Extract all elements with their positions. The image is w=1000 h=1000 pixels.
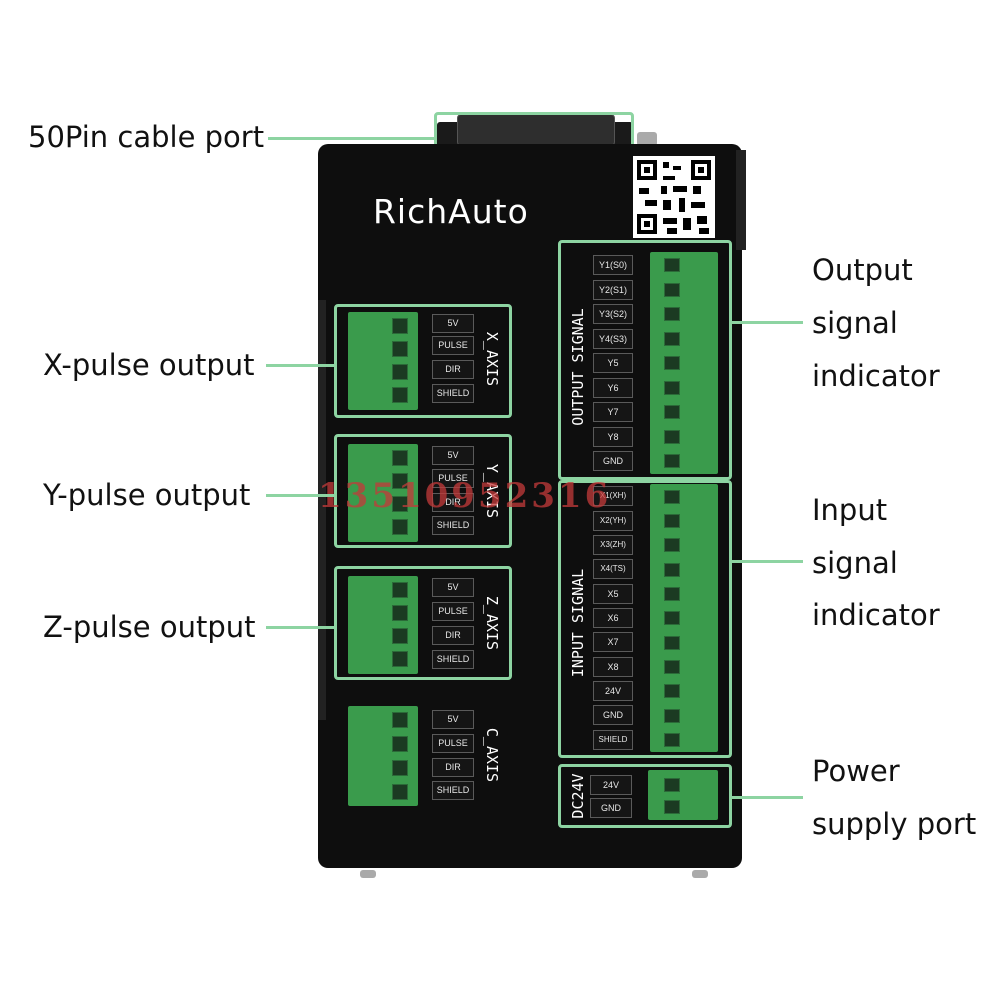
pin-label: X1(XH) — [593, 486, 633, 506]
pin-label: DIR — [432, 493, 474, 512]
callout-line-power — [731, 796, 803, 799]
callout-input-line-3: indicator — [812, 598, 940, 632]
callout-line-x — [266, 364, 336, 367]
pin-label: X7 — [593, 632, 633, 652]
z-axis-frame — [334, 566, 512, 680]
terminal-block-input — [650, 484, 718, 752]
callout-power-line-2: supply port — [812, 807, 977, 841]
pin-label: X3(ZH) — [593, 535, 633, 555]
pin-label: SHIELD — [432, 650, 474, 669]
screw — [692, 870, 708, 878]
pin-label: SHIELD — [432, 781, 474, 800]
pin-label: SHIELD — [432, 384, 474, 403]
pin-label: PULSE — [432, 734, 474, 753]
pin-label: X4(TS) — [593, 559, 633, 579]
pin-label: Y8 — [593, 427, 633, 447]
axis-title: C_AXIS — [483, 727, 501, 783]
callout-input-line-1: Input — [812, 493, 888, 527]
callout-x-pulse: X-pulse output — [43, 348, 255, 382]
mount-tab-right — [736, 150, 746, 250]
power-frame — [558, 764, 732, 828]
pin-label: 5V — [432, 314, 474, 333]
pin-label: GND — [590, 798, 632, 818]
pin-label: X6 — [593, 608, 633, 628]
pin-label: 5V — [432, 710, 474, 729]
pin-label: DIR — [432, 626, 474, 645]
pin-label: Y3(S2) — [593, 304, 633, 324]
callout-power-line-1: Power — [812, 754, 900, 788]
callout-line-cable — [268, 137, 436, 140]
pin-label: Y6 — [593, 378, 633, 398]
pin-label: PULSE — [432, 469, 474, 488]
callout-z-pulse: Z-pulse output — [43, 610, 256, 644]
callout-cable-port: 50Pin cable port — [28, 120, 265, 154]
pin-label: PULSE — [432, 602, 474, 621]
qr-code — [633, 156, 715, 238]
mount-tab-left — [318, 300, 326, 720]
pin-label: DIR — [432, 360, 474, 379]
y-axis-frame — [334, 434, 512, 548]
callout-line-output — [731, 321, 803, 324]
pin-label: Y5 — [593, 353, 633, 373]
pin-label: 24V — [590, 775, 632, 795]
x-axis-frame — [334, 304, 512, 418]
pin-label: GND — [593, 705, 633, 725]
pin-label: SHIELD — [432, 516, 474, 535]
pin-label: X2(YH) — [593, 511, 633, 531]
terminal-block-output — [650, 252, 718, 474]
pin-label: Y2(S1) — [593, 280, 633, 300]
pin-label: X5 — [593, 584, 633, 604]
screw — [360, 870, 376, 878]
output-signal-frame — [558, 240, 732, 480]
callout-line-input — [731, 560, 803, 563]
pin-label: 5V — [432, 578, 474, 597]
pin-label: X8 — [593, 657, 633, 677]
input-signal-frame — [558, 480, 732, 758]
callout-y-pulse: Y-pulse output — [43, 478, 251, 512]
callout-line-z — [266, 626, 336, 629]
pin-label: GND — [593, 451, 633, 471]
pin-label: Y7 — [593, 402, 633, 422]
callout-output-line-1: Output — [812, 253, 913, 287]
callout-input-line-2: signal — [812, 546, 898, 580]
pin-label: 5V — [432, 446, 474, 465]
terminal-block-power — [648, 770, 718, 820]
brand-logo-text: RichAuto — [373, 192, 529, 231]
pin-label: Y4(S3) — [593, 329, 633, 349]
pin-label: SHIELD — [593, 730, 633, 750]
pin-label: 24V — [593, 681, 633, 701]
pin-label: PULSE — [432, 336, 474, 355]
callout-output-line-3: indicator — [812, 359, 940, 393]
watermark-text: 13510952316 — [318, 476, 612, 516]
pin-label: DIR — [432, 758, 474, 777]
callout-line-y — [266, 494, 336, 497]
callout-output-line-2: signal — [812, 306, 898, 340]
pin-label: Y1(S0) — [593, 255, 633, 275]
